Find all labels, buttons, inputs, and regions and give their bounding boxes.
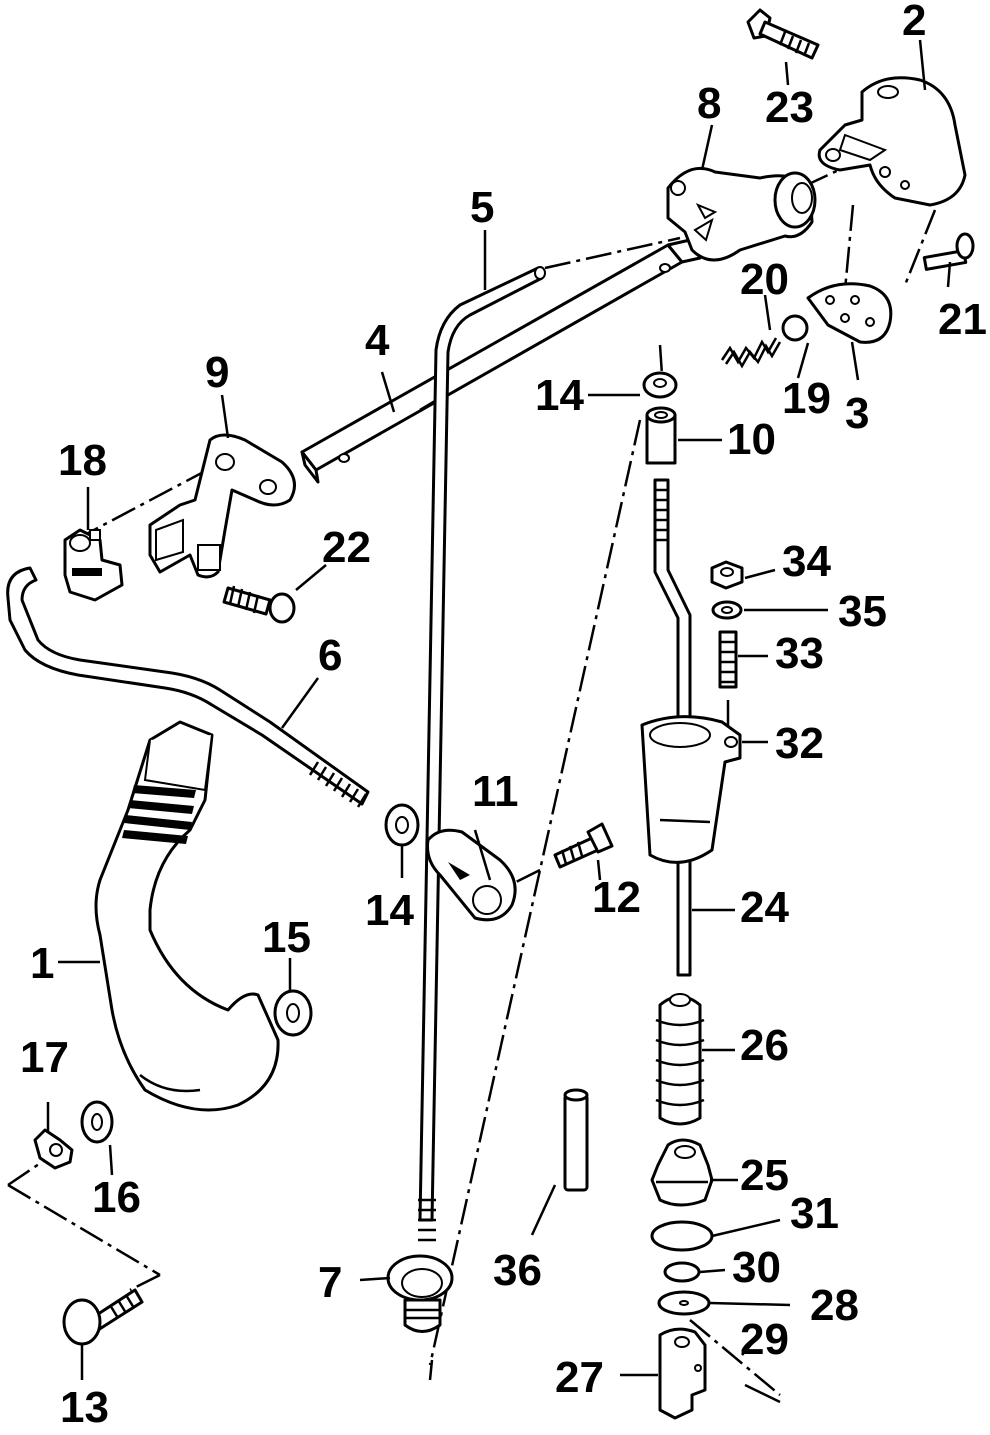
callout-24: 24: [740, 883, 789, 932]
part-32-shift-block: [640, 715, 742, 864]
part-5-shift-rod: [418, 266, 546, 1242]
callout-36: 36: [493, 1246, 542, 1295]
part-4-shift-shaft: [300, 238, 702, 484]
callout-20: 20: [740, 255, 789, 304]
part-11-link-connector: [426, 828, 517, 922]
callout-7: 7: [318, 1258, 342, 1307]
part-19-detent-ball: [781, 314, 809, 342]
leader-lines: [46, 39, 952, 1380]
part-9-shift-lever-arm: [148, 433, 296, 579]
callout-33: 33: [775, 629, 824, 678]
callout-2: 2: [902, 0, 926, 45]
part-14-nut-upper: [642, 371, 678, 399]
handle-grip-ribs: [122, 785, 196, 844]
callout-13: 13: [60, 1383, 109, 1432]
part-23-bolt: [746, 8, 820, 60]
callout-17: 17: [20, 1033, 69, 1082]
part-20-detent-spring: [720, 337, 782, 369]
part-34-nut: [710, 560, 744, 590]
part-17-wing-nut: [33, 1128, 74, 1170]
callout-4: 4: [365, 316, 390, 365]
callout-3: 3: [845, 389, 869, 438]
callout-35: 35: [838, 587, 887, 636]
callout-22: 22: [322, 523, 371, 572]
callout-27: 27: [555, 1353, 604, 1402]
callout-6: 6: [318, 631, 342, 680]
callout-12: 12: [592, 873, 641, 922]
part-33-stud: [718, 630, 738, 689]
callout-10: 10: [727, 415, 776, 464]
callout-25: 25: [740, 1151, 789, 1200]
callout-9: 9: [205, 348, 229, 397]
part-12-screw: [553, 822, 614, 869]
callout-28: 28: [810, 1281, 859, 1330]
link-rod-thread: [308, 761, 368, 808]
part-22-screw: [222, 585, 296, 624]
callout-32: 32: [775, 719, 824, 768]
callout-26: 26: [740, 1021, 789, 1070]
callout-8: 8: [697, 79, 721, 128]
part-30-o-ring: [663, 1261, 701, 1283]
part-18-retainer-clip: [63, 528, 124, 602]
callout-18: 18: [58, 436, 107, 485]
rod-thread: [418, 1198, 436, 1242]
callout-30: 30: [732, 1243, 781, 1292]
callout-15: 15: [262, 913, 311, 962]
part-31-o-ring: [650, 1220, 714, 1252]
callout-5: 5: [470, 183, 494, 232]
part-8-shift-lever: [666, 167, 817, 262]
callout-23: 23: [765, 83, 814, 132]
callout-31: 31: [790, 1189, 839, 1238]
part-3-detent-plate: [806, 282, 893, 344]
part-1-shift-handle: [94, 720, 280, 1112]
callout-29: 29: [740, 1315, 789, 1364]
part-6-link-rod: [6, 566, 370, 808]
part-35-washer: [711, 600, 743, 620]
part-7-grommet: [386, 1254, 454, 1333]
callout-1: 1: [30, 939, 54, 988]
part-25-bushing: [650, 1138, 714, 1207]
part-2-shift-cam: [817, 76, 967, 207]
part-14-nut-lower: [384, 803, 420, 847]
part-36-roll-pin: [563, 1088, 589, 1192]
callout-14-upper: 14: [535, 371, 584, 420]
callout-19: 19: [782, 374, 831, 423]
part-28-washer: [657, 1290, 711, 1316]
part-29-pin: [744, 1383, 781, 1404]
part-26-boot: [655, 993, 705, 1126]
callout-34: 34: [782, 537, 831, 586]
part-21-screw: [922, 232, 975, 271]
callout-11: 11: [472, 767, 519, 816]
part-16-washer: [80, 1100, 114, 1144]
part-10-spacer: [645, 406, 677, 465]
callout-labels: 1 2 3 4 5 6 7 8 9 10 11 12 13 14 14 15 1…: [20, 0, 987, 1432]
callout-21: 21: [938, 295, 987, 344]
part-13-bolt: [62, 1288, 144, 1346]
callout-14-lower: 14: [365, 886, 414, 935]
part-27-shift-bracket: [658, 1327, 707, 1420]
part-15-washer: [273, 989, 313, 1037]
callout-16: 16: [92, 1173, 141, 1222]
